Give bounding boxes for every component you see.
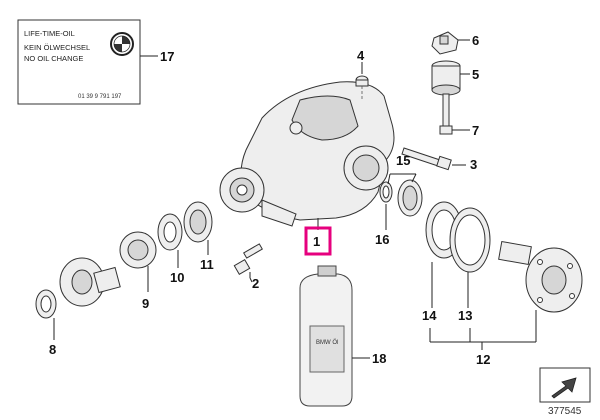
callout-3[interactable]: 3: [470, 157, 477, 172]
bolt-part-7: [439, 93, 453, 135]
oring-part-16: [379, 181, 393, 203]
callout-10[interactable]: 10: [170, 270, 184, 285]
callout-2[interactable]: 2: [252, 276, 259, 291]
differential-housing: [219, 81, 395, 227]
nut-part-4: [355, 75, 369, 87]
seal-part-15: [397, 179, 423, 217]
callout-16[interactable]: 16: [375, 232, 389, 247]
callout-5[interactable]: 5: [472, 67, 479, 82]
callout-17[interactable]: 17: [160, 49, 174, 64]
callout-15[interactable]: 15: [396, 153, 410, 168]
diagram-id: 377545: [548, 406, 582, 417]
screw-part-2: [233, 243, 263, 276]
callout-8[interactable]: 8: [49, 342, 56, 357]
callout-4[interactable]: 4: [357, 48, 365, 63]
output-flange-12: [498, 240, 583, 313]
callout-6[interactable]: 6: [472, 33, 479, 48]
label-line-3: NO OIL CHANGE: [24, 54, 83, 63]
label-line-1: LIFE-TIME-OIL: [24, 29, 75, 38]
callout-11[interactable]: 11: [200, 257, 214, 272]
seal-part-8: [35, 289, 57, 319]
callout-18[interactable]: 18: [372, 351, 386, 366]
label-part-code: 01 39 9 791 197: [78, 94, 122, 100]
mount-part-5: [431, 60, 461, 96]
oil-bottle-18: BMW Öl: [299, 265, 353, 407]
callout-9[interactable]: 9: [142, 296, 149, 311]
bearing-part-9: [119, 231, 157, 269]
input-flange: [59, 257, 121, 307]
callout-1[interactable]: 1: [313, 234, 320, 249]
highlight-frame: [304, 226, 332, 256]
bottle-label: BMW Öl: [316, 339, 338, 346]
arrow-icon[interactable]: [539, 367, 591, 403]
clip-part-6: [431, 31, 459, 55]
callout-12[interactable]: 12: [476, 352, 490, 367]
callout-7[interactable]: 7: [472, 123, 479, 138]
oil-label-sticker: LIFE-TIME-OIL KEIN ÖLWECHSEL NO OIL CHAN…: [17, 19, 141, 105]
bmw-logo-icon: [110, 32, 134, 56]
bolt-part-3: [401, 147, 452, 171]
ring-part-13: [449, 207, 491, 273]
ring-part-10: [157, 213, 183, 251]
seal-part-11: [183, 201, 213, 243]
label-line-2: KEIN ÖLWECHSEL: [24, 43, 90, 52]
callout-14[interactable]: 14: [422, 308, 437, 323]
callout-13[interactable]: 13: [458, 308, 472, 323]
